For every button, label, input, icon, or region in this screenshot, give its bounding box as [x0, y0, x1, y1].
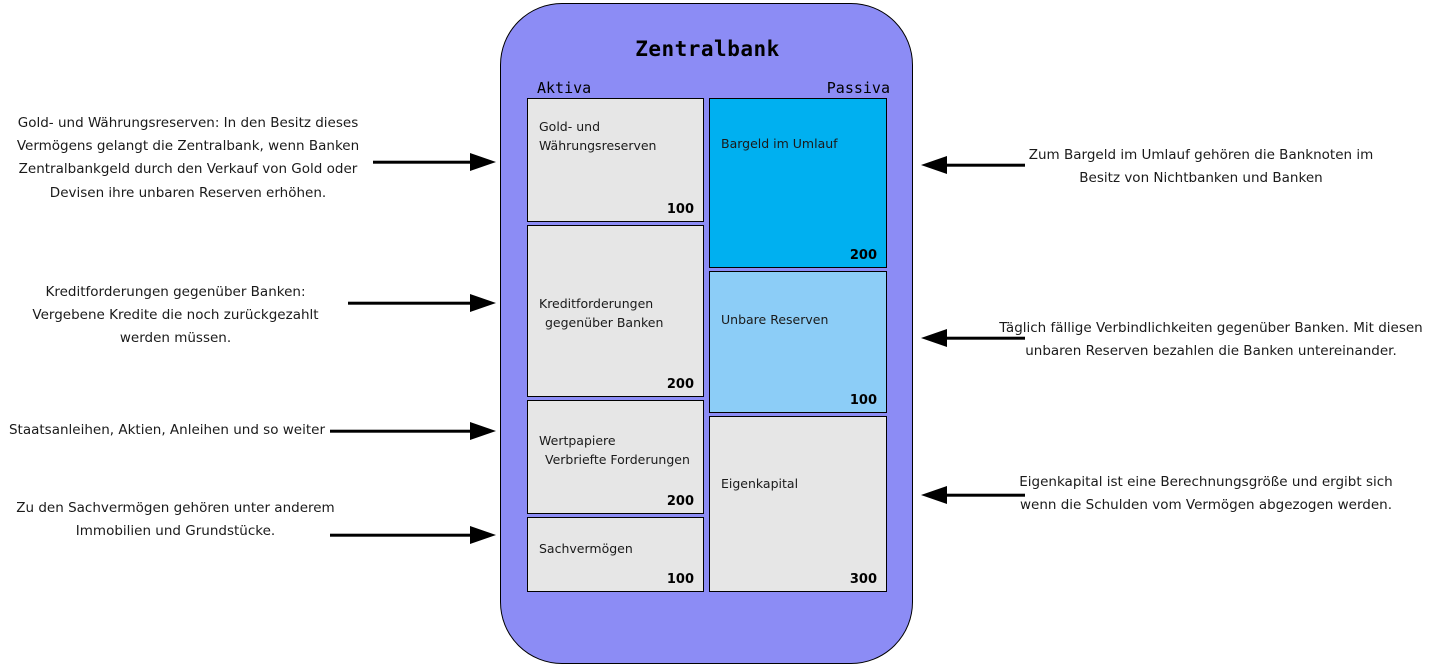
- arrow-head: [470, 526, 496, 544]
- arrow-head: [921, 156, 947, 174]
- asset-box-tangible-assets[interactable]: Sachvermögen 100: [527, 517, 704, 592]
- arrow-shaft: [373, 160, 472, 164]
- asset-label-gold-reserves: Gold- und Währungsreserven: [539, 119, 657, 154]
- arrow-right-icon-sachvermoegen: [330, 525, 496, 545]
- annotation-non-cash-reserves: Täglich fällige Verbindlichkeiten gegenü…: [999, 320, 1423, 360]
- liability-value-cash-in-circulation: 200: [849, 248, 877, 263]
- asset-value-tangible-assets: 100: [666, 572, 694, 587]
- asset-label-tangible-assets: Sachvermögen: [539, 541, 633, 556]
- liability-value-equity: 300: [849, 572, 877, 587]
- asset-label-loan-claims: Kreditforderungen gegenüber Banken: [539, 294, 695, 333]
- liability-value-non-cash-reserves: 100: [849, 393, 877, 408]
- arrow-shaft: [945, 493, 1025, 497]
- liability-label-non-cash-reserves: Unbare Reserven: [721, 312, 829, 327]
- asset-label-securities-line2: Verbriefte Forderungen: [545, 452, 690, 468]
- column-header-assets: Aktiva: [537, 79, 592, 97]
- liability-box-non-cash-reserves[interactable]: Unbare Reserven 100: [709, 271, 887, 413]
- arrow-right-icon-wertpapiere: [330, 421, 496, 441]
- page-title: Zentralbank: [635, 37, 780, 61]
- liability-label-equity: Eigenkapital: [721, 476, 799, 491]
- annotation-loan-claims: Kreditforderungen gegenüber Banken: Verg…: [32, 284, 319, 347]
- asset-label-loan-claims-line2: gegenüber Banken: [545, 315, 664, 331]
- arrow-head: [921, 329, 947, 347]
- annotation-gold-reserves: Gold- und Währungsreserven: In den Besit…: [16, 115, 360, 201]
- asset-value-securities: 200: [666, 494, 694, 509]
- asset-label-loan-claims-line1: Kreditforderungen: [539, 296, 654, 311]
- arrow-head: [470, 153, 496, 171]
- asset-box-loan-claims[interactable]: Kreditforderungen gegenüber Banken 200: [527, 225, 704, 397]
- arrow-shaft: [330, 533, 472, 537]
- arrow-left-icon-unbare-reserven: [921, 328, 1025, 348]
- asset-label-securities-line1: Wertpapiere: [539, 433, 616, 448]
- arrow-left-icon-eigenkapital: [921, 485, 1025, 505]
- arrow-right-icon-gold: [373, 152, 496, 172]
- liability-label-cash-in-circulation: Bargeld im Umlauf: [721, 136, 838, 151]
- liability-box-equity[interactable]: Eigenkapital 300: [709, 416, 887, 592]
- annotation-cash-in-circulation: Zum Bargeld im Umlauf gehören die Bankno…: [1028, 147, 1374, 187]
- asset-value-gold-reserves: 100: [666, 202, 694, 217]
- arrow-head: [470, 422, 496, 440]
- annotation-equity: Eigenkapital ist eine Berechnungsgröße u…: [1019, 474, 1393, 514]
- arrow-right-icon-kredit: [348, 293, 496, 313]
- central-bank-balance-sheet: Zentralbank Aktiva Passiva Gold- und Wäh…: [500, 3, 913, 664]
- annotation-securities: Staatsanleihen, Aktien, Anleihen und so …: [8, 422, 326, 438]
- arrow-shaft: [348, 301, 472, 305]
- asset-box-gold-reserves[interactable]: Gold- und Währungsreserven 100: [527, 98, 704, 222]
- arrow-shaft: [330, 429, 472, 433]
- arrow-left-icon-bargeld: [921, 155, 1025, 175]
- asset-label-securities: Wertpapiere Verbriefte Forderungen: [539, 431, 695, 470]
- arrow-shaft: [945, 336, 1025, 340]
- column-header-liabilities: Passiva: [826, 79, 890, 97]
- arrow-head: [470, 294, 496, 312]
- liability-box-cash-in-circulation[interactable]: Bargeld im Umlauf 200: [709, 98, 887, 268]
- annotation-tangible-assets: Zu den Sachvermögen gehören unter andere…: [16, 500, 335, 540]
- asset-value-loan-claims: 200: [666, 377, 694, 392]
- asset-box-securities[interactable]: Wertpapiere Verbriefte Forderungen 200: [527, 400, 704, 514]
- arrow-shaft: [945, 163, 1025, 167]
- arrow-head: [921, 486, 947, 504]
